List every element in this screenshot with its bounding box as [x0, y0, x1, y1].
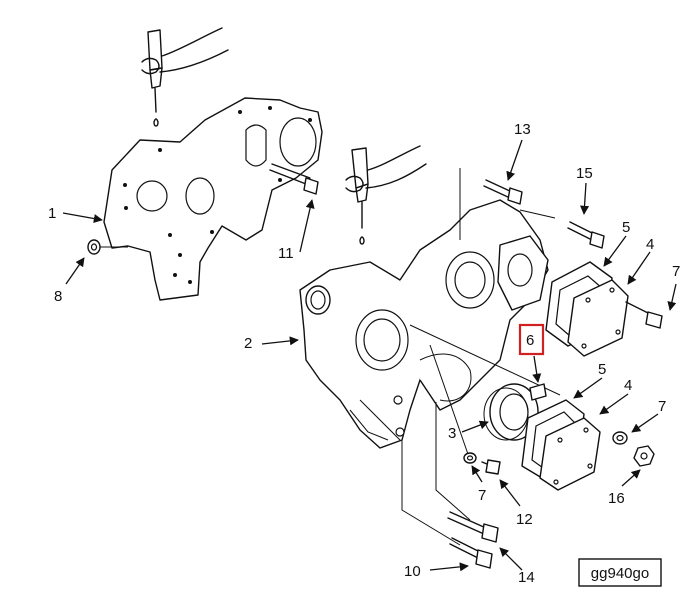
- bolt-10: [269, 163, 319, 195]
- callout-arrows: [62, 139, 677, 572]
- callout-6-highlight-box: [518, 323, 545, 356]
- callout-10: 11: [278, 245, 294, 262]
- dowel-6: [529, 383, 547, 401]
- sealant-applicator-left: [141, 27, 229, 127]
- callout-7-right: 7: [658, 398, 666, 415]
- bolt-13: [447, 511, 499, 543]
- washer-7-right: [612, 431, 628, 445]
- lower-cover-plate-4: [539, 417, 601, 491]
- callout-2: 2: [244, 335, 252, 352]
- callout-12: 13: [514, 121, 531, 138]
- sealant-applicator-middle: [345, 145, 427, 245]
- callout-13: 14: [518, 569, 535, 586]
- upper-cover-plate-4: [567, 279, 629, 357]
- timing-cover-housing: [299, 199, 549, 449]
- callout-5-lower: 5: [598, 361, 606, 378]
- bolt-14: [449, 537, 493, 569]
- callout-16: 16: [608, 490, 625, 507]
- figure-code-box: gg940go: [578, 558, 662, 587]
- washer-9: [87, 239, 128, 255]
- nut-16: [633, 445, 655, 467]
- callout-14: 10: [404, 563, 421, 580]
- callout-3: 3: [448, 425, 456, 442]
- callout-9: 8: [54, 288, 62, 305]
- callout-11: 12: [516, 511, 533, 528]
- callout-labels: 1 8 2 11 13 15 5 4 7 6 5 4 7 3 7 12 16 1…: [48, 121, 680, 586]
- callout-7-lower: 7: [478, 487, 486, 504]
- assembly-guide-lines: [401, 168, 561, 546]
- washer-7-lower: [463, 452, 477, 464]
- callout-6: 6: [526, 332, 534, 349]
- callout-15: 15: [576, 165, 593, 182]
- bolt-15: [567, 221, 605, 249]
- bolt-8: [625, 301, 663, 329]
- callout-1: 1: [48, 205, 56, 222]
- figure-code: gg940go: [591, 565, 649, 582]
- callout-4-upper: 4: [646, 236, 654, 253]
- callout-8: 7: [672, 263, 680, 280]
- gasket-plate: [103, 97, 323, 301]
- callout-5-upper: 5: [622, 219, 630, 236]
- bolt-11: [481, 459, 501, 475]
- seal-3: [483, 383, 539, 441]
- callout-4-lower: 4: [624, 377, 632, 394]
- bolt-12: [483, 179, 523, 205]
